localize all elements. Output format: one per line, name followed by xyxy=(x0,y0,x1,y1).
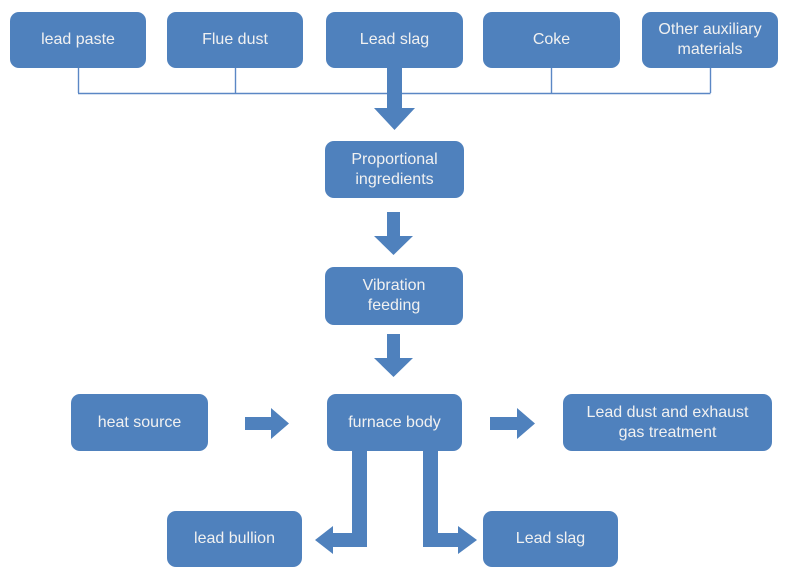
node-lead-dust-exhaust-gas-treatment: Lead dust and exhaust gas treatment xyxy=(563,394,772,451)
elbow-arrow-left-icon-furnace-to-lead-bullion xyxy=(315,449,367,554)
node-lead-slag-top: Lead slag xyxy=(326,12,463,68)
node-flue-dust: Flue dust xyxy=(167,12,303,68)
node-lead-slag-bottom: Lead slag xyxy=(483,511,618,567)
node-heat-source: heat source xyxy=(71,394,208,451)
elbow-arrow-right-icon-furnace-to-lead-slag xyxy=(423,449,477,554)
node-vibration-feeding: Vibration feeding xyxy=(325,267,463,325)
node-lead-bullion: lead bullion xyxy=(167,511,302,567)
arrow-right-icon-furnace-to-treatment xyxy=(490,408,535,439)
node-coke: Coke xyxy=(483,12,620,68)
arrow-down-icon-vibration-to-furnace xyxy=(374,334,413,377)
node-furnace-body: furnace body xyxy=(327,394,462,451)
node-proportional-ingredients: Proportional ingredients xyxy=(325,141,464,198)
arrow-right-icon-heat-source-to-furnace xyxy=(245,408,289,439)
node-lead-paste: lead paste xyxy=(10,12,146,68)
arrow-down-icon-lead-slag-to-proportional xyxy=(374,67,415,130)
arrow-down-icon-proportional-to-vibration xyxy=(374,212,413,255)
node-other-auxiliary-materials: Other auxiliary materials xyxy=(642,12,778,68)
